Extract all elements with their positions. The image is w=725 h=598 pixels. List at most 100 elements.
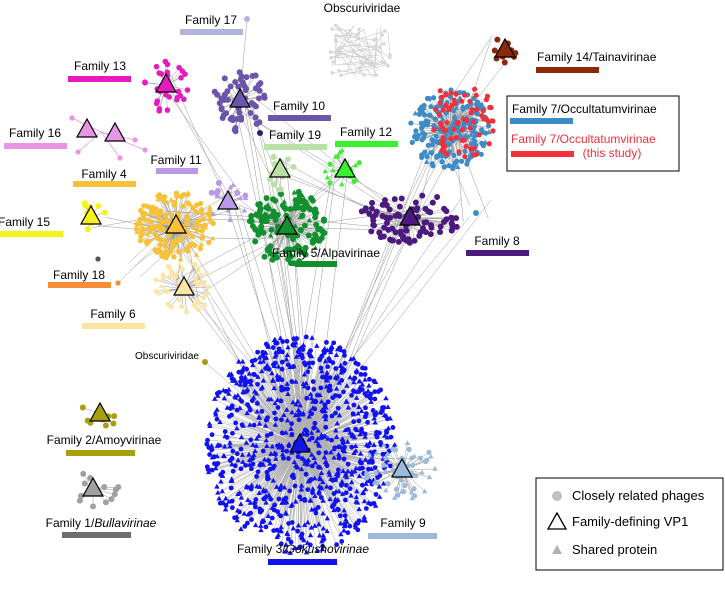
- phage-node: [377, 431, 382, 436]
- shared-protein-node: [258, 527, 263, 532]
- phage-node: [437, 229, 443, 235]
- shared-protein-node: [240, 359, 245, 364]
- phage-node: [258, 510, 263, 515]
- phage-node: [165, 107, 171, 113]
- phage-node: [192, 276, 197, 281]
- phage-node: [247, 218, 253, 224]
- phage-node: [300, 355, 305, 360]
- phage-node: [184, 218, 189, 223]
- phage-node: [464, 118, 469, 123]
- phage-node: [346, 462, 351, 467]
- phage-node: [182, 71, 188, 77]
- phage-node: [202, 359, 208, 365]
- phage-node: [253, 103, 259, 109]
- phage-node: [80, 471, 86, 477]
- phage-node: [162, 288, 167, 293]
- phage-node: [239, 370, 244, 375]
- phage-node: [373, 465, 378, 470]
- phage-node: [374, 73, 378, 77]
- phage-node: [424, 458, 429, 463]
- phage-node: [305, 432, 310, 437]
- phage-node: [253, 212, 259, 218]
- phage-node: [396, 239, 402, 245]
- phage-node: [363, 205, 369, 211]
- phage-node: [407, 447, 412, 452]
- phage-node: [337, 456, 342, 461]
- phage-node: [402, 483, 407, 488]
- phage-node: [455, 121, 460, 126]
- family-color-bar: [268, 115, 331, 121]
- phage-node: [145, 204, 150, 209]
- phage-node: [202, 280, 207, 285]
- phage-node: [179, 194, 184, 199]
- phage-node: [239, 466, 244, 471]
- phage-node: [411, 486, 416, 491]
- phage-node: [244, 16, 250, 22]
- shared-protein-node: [216, 496, 221, 501]
- phage-node: [198, 272, 203, 277]
- phage-node: [374, 62, 378, 66]
- family-label-plain: Family 1/: [46, 516, 95, 530]
- phage-node: [422, 112, 427, 117]
- family-2-label: Family 2/Amoyvirinae: [47, 433, 162, 456]
- phage-node: [453, 215, 459, 221]
- phage-node: [222, 75, 228, 81]
- phage-node: [397, 204, 403, 210]
- phage-node: [196, 300, 201, 305]
- phage-node: [490, 128, 495, 133]
- phage-node: [244, 367, 249, 372]
- phage-node: [329, 56, 333, 60]
- phage-node: [330, 27, 334, 31]
- phage-node: [329, 50, 333, 54]
- phage-node: [228, 84, 234, 90]
- shared-protein-node: [419, 470, 424, 475]
- phage-node: [230, 449, 235, 454]
- shared-protein-node: [293, 499, 298, 504]
- phage-node: [368, 54, 372, 58]
- phage-node: [296, 454, 301, 459]
- shared-protein-node: [278, 524, 283, 529]
- family-color-bar: [536, 67, 599, 73]
- family-color-bar: [264, 144, 327, 150]
- phage-node: [280, 367, 285, 372]
- phage-node: [111, 413, 117, 419]
- shared-protein-node: [177, 261, 182, 266]
- phage-node: [451, 108, 456, 113]
- shared-protein-node: [383, 395, 388, 400]
- phage-node: [374, 45, 378, 49]
- phage-node: [203, 222, 208, 227]
- phage-node: [449, 90, 454, 95]
- phage-node: [286, 456, 291, 461]
- phage-node: [341, 390, 346, 395]
- family-16-label: Family 16: [4, 126, 67, 149]
- phage-node: [298, 227, 304, 233]
- phage-node: [382, 197, 388, 203]
- family-color-bar: [0, 231, 63, 237]
- phage-node: [277, 349, 282, 354]
- phage-node: [336, 467, 341, 472]
- phage-node: [275, 509, 280, 514]
- phage-node: [153, 206, 158, 211]
- phage-node: [468, 125, 473, 130]
- phage-node: [280, 360, 285, 365]
- phage-node: [422, 149, 427, 154]
- phage-node: [144, 239, 149, 244]
- family-1-label: Family 1/Bullavirinae: [46, 516, 157, 538]
- phage-node: [102, 210, 108, 216]
- phage-node: [334, 40, 338, 44]
- phage-node: [433, 107, 438, 112]
- obscuriviridae-top-label: Obscuriviridae: [324, 1, 401, 15]
- phage-node: [268, 497, 273, 502]
- phage-node: [324, 450, 329, 455]
- family-label-text: Family 18: [53, 268, 105, 282]
- phage-node: [444, 216, 450, 222]
- phage-node: [179, 304, 184, 309]
- phage-node: [272, 411, 277, 416]
- phage-node: [381, 225, 387, 231]
- phage-node: [242, 193, 248, 199]
- phage-node: [392, 229, 398, 235]
- legend-item-shared: Shared protein: [572, 542, 657, 557]
- phage-node: [297, 417, 302, 422]
- phage-node: [305, 369, 310, 374]
- phage-node: [454, 135, 459, 140]
